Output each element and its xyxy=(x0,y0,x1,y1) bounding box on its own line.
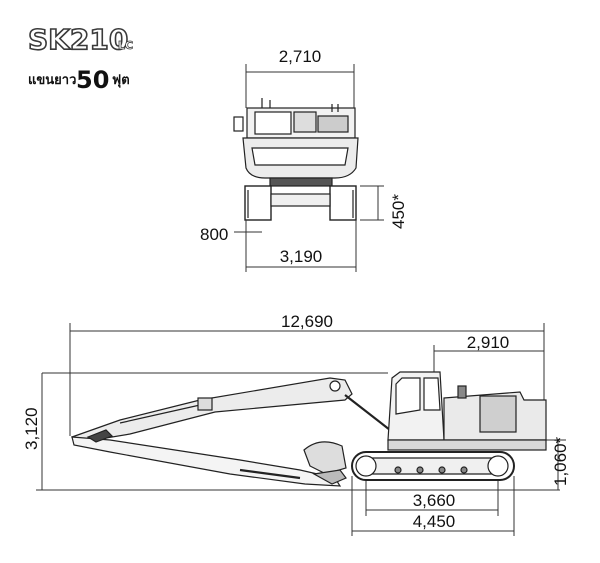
arm-unit: ฟุต xyxy=(112,73,130,88)
side-view-machine xyxy=(71,371,547,487)
arm-length: 50 xyxy=(76,66,109,94)
model-logo: SK210 LC xyxy=(27,22,133,57)
model-suffix: LC xyxy=(118,39,133,52)
overall-length-label: 12,690 xyxy=(281,312,333,331)
front-view-machine xyxy=(233,98,359,221)
track-shoe-width-label: 800 xyxy=(200,225,228,244)
tail-swing-radius-label: 2,910 xyxy=(467,333,510,352)
tumbler-distance-label: 3,660 xyxy=(413,491,456,510)
ground-clearance-label: 450* xyxy=(389,194,408,229)
track-length-label: 4,450 xyxy=(413,512,456,531)
front-dimension-lines xyxy=(234,64,384,272)
model-name: SK210 xyxy=(28,23,128,56)
arm-label: แขนยาว xyxy=(28,73,76,88)
counterweight-clearance-label: 1,060* xyxy=(551,436,570,486)
track-gauge-width-label: 3,190 xyxy=(280,247,323,266)
overall-width-label: 2,710 xyxy=(279,47,322,66)
side-dimension-lines xyxy=(36,323,566,536)
overall-height-label: 3,120 xyxy=(22,407,41,450)
